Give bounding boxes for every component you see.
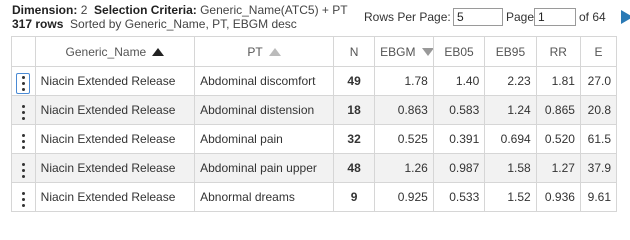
sort-descending-icon	[421, 47, 433, 56]
cell-n: 32	[333, 124, 376, 154]
cell-ebgm: 0.863	[374, 95, 434, 125]
cell-eb95: 1.24	[484, 95, 537, 125]
menu-column-header	[11, 36, 36, 67]
cell-rr: 1.27	[535, 153, 581, 183]
cell-n: 48	[333, 153, 376, 183]
cell-generic-name: Niacin Extended Release	[34, 95, 196, 125]
column-header-label: N	[349, 44, 359, 59]
column-header-eb05[interactable]: EB05	[432, 36, 486, 67]
cell-n: 9	[333, 182, 376, 212]
column-header-label: Generic_Name	[65, 44, 147, 59]
dimension-value: 2	[80, 3, 88, 17]
sort-description: Sorted by Generic_Name, PT, EBGM desc	[70, 17, 297, 31]
cell-ebgm: 0.525	[374, 124, 434, 154]
rows-per-page-label: Rows Per Page:	[364, 10, 451, 24]
table-row: Niacin Extended Release Abdominal pain u…	[11, 153, 618, 183]
column-header-eb95[interactable]: EB95	[484, 36, 537, 67]
cell-pt: Abdominal pain upper	[194, 153, 335, 183]
selection-criteria-label: Selection Criteria:	[94, 3, 197, 17]
dimension-label: Dimension:	[12, 3, 78, 17]
kebab-menu-icon[interactable]	[16, 73, 31, 94]
column-header-rr[interactable]: RR	[535, 36, 581, 67]
cell-ebgm: 1.26	[374, 153, 434, 183]
cell-generic-name: Niacin Extended Release	[34, 66, 196, 96]
table-row: Niacin Extended Release Abnormal dreams …	[11, 182, 618, 212]
cell-eb95: 1.58	[484, 153, 537, 183]
column-header-n[interactable]: N	[333, 36, 376, 67]
cell-pt: Abdominal pain	[194, 124, 335, 154]
row-menu-cell	[11, 153, 36, 183]
cell-n: 18	[333, 95, 376, 125]
column-header-label: EB95	[495, 44, 526, 59]
kebab-menu-icon[interactable]	[16, 189, 30, 210]
cell-eb05: 0.583	[432, 95, 486, 125]
sort-ascending-icon	[152, 47, 165, 56]
row-menu-cell	[11, 124, 36, 154]
cell-ebgm: 0.925	[374, 182, 434, 212]
next-page-arrow-icon[interactable]	[621, 10, 630, 24]
cell-e: 61.5	[579, 124, 618, 154]
selection-criteria-value: Generic_Name(ATC5) + PT	[200, 3, 348, 17]
cell-e: 20.8	[579, 95, 618, 125]
cell-pt: Abnormal dreams	[194, 182, 335, 212]
cell-n: 49	[333, 66, 376, 96]
row-summary: 317 rows Sorted by Generic_Name, PT, EBG…	[12, 17, 297, 31]
cell-e: 37.9	[579, 153, 618, 183]
column-header-e[interactable]: E	[579, 36, 618, 67]
cell-eb05: 0.391	[432, 124, 486, 154]
rows-per-page-input[interactable]	[453, 8, 503, 26]
selection-info: Dimension: 2 Selection Criteria: Generic…	[12, 3, 348, 17]
cell-eb05: 0.987	[432, 153, 486, 183]
sort-ascending-icon	[268, 47, 281, 56]
row-count: 317 rows	[12, 17, 64, 31]
column-header-label: PT	[247, 44, 263, 59]
cell-e: 9.61	[579, 182, 618, 212]
kebab-menu-icon[interactable]	[16, 102, 30, 123]
kebab-menu-icon[interactable]	[16, 131, 30, 152]
cell-eb95: 2.23	[484, 66, 537, 96]
table-row: Niacin Extended Release Abdominal discom…	[11, 66, 618, 96]
cell-eb05: 1.40	[432, 66, 486, 96]
cell-rr: 0.936	[535, 182, 581, 212]
cell-eb05: 0.533	[432, 182, 486, 212]
column-header-label: EB05	[444, 44, 474, 59]
column-header-label: E	[594, 44, 603, 59]
results-table: Generic_Name PT N EBGM EB05	[11, 36, 618, 212]
cell-ebgm: 1.78	[374, 66, 434, 96]
cell-e: 27.0	[579, 66, 618, 96]
kebab-menu-icon[interactable]	[16, 160, 30, 181]
cell-pt: Abdominal distension	[194, 95, 335, 125]
table-row: Niacin Extended Release Abdominal pain 3…	[11, 124, 618, 154]
column-header-label: RR	[549, 44, 567, 59]
row-menu-cell	[11, 95, 36, 125]
cell-rr: 1.81	[535, 66, 581, 96]
cell-generic-name: Niacin Extended Release	[34, 153, 196, 183]
cell-eb95: 1.52	[484, 182, 537, 212]
cell-pt: Abdominal discomfort	[194, 66, 335, 96]
row-menu-cell	[11, 182, 36, 212]
cell-generic-name: Niacin Extended Release	[34, 124, 196, 154]
cell-rr: 0.865	[535, 95, 581, 125]
cell-rr: 0.520	[535, 124, 581, 154]
column-header-generic-name[interactable]: Generic_Name	[34, 36, 196, 67]
cell-generic-name: Niacin Extended Release	[34, 182, 196, 212]
table-row: Niacin Extended Release Abdominal disten…	[11, 95, 618, 125]
row-menu-cell	[11, 66, 36, 96]
cell-eb95: 0.694	[484, 124, 537, 154]
column-header-label: EBGM	[380, 44, 416, 59]
page-label: Page:	[506, 10, 538, 24]
column-header-pt[interactable]: PT	[194, 36, 335, 67]
grid-header: Dimension: 2 Selection Criteria: Generic…	[12, 3, 630, 33]
table-header-row: Generic_Name PT N EBGM EB05	[11, 36, 618, 67]
column-header-ebgm[interactable]: EBGM	[374, 36, 434, 67]
page-total: of 64	[579, 10, 606, 24]
page-number-input[interactable]	[534, 8, 576, 26]
